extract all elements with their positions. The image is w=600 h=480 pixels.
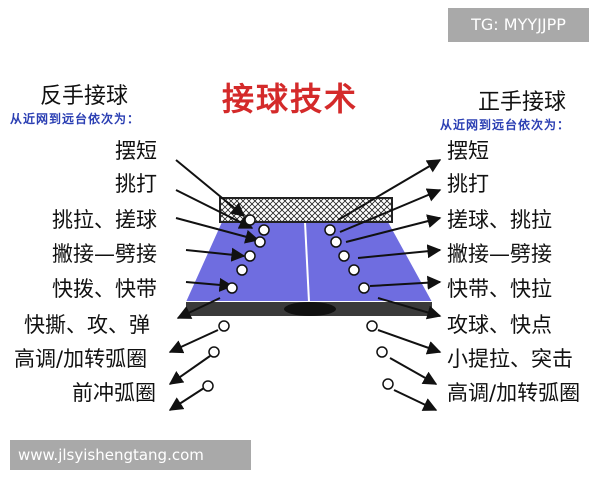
ball bbox=[218, 320, 230, 332]
ball bbox=[366, 320, 378, 332]
right-item-7: 小提拉、突击 bbox=[447, 347, 573, 371]
left-item-4: 撇接—劈接 bbox=[52, 242, 157, 266]
diagram-title: 接球技术 bbox=[221, 80, 358, 118]
watermark-bottom: www.jlsyishengtang.com bbox=[10, 440, 251, 470]
left-item-7: 高调/加转弧圈 bbox=[14, 347, 148, 371]
right-item-2: 挑打 bbox=[447, 172, 489, 196]
left-item-1: 摆短 bbox=[115, 139, 157, 163]
left-item-3: 挑拉、搓球 bbox=[52, 208, 157, 232]
ball bbox=[348, 264, 360, 276]
ball bbox=[358, 282, 370, 294]
left-item-2: 挑打 bbox=[115, 172, 157, 196]
left-item-6: 快撕、攻、弹 bbox=[24, 313, 150, 337]
right-heading: 正手接球 bbox=[478, 90, 567, 115]
left-subheading: 从近网到远台依次为： bbox=[10, 112, 141, 126]
watermark-top: TG: MYYJJPP bbox=[448, 8, 589, 42]
ball bbox=[244, 250, 256, 262]
ball bbox=[226, 282, 238, 294]
ball bbox=[244, 214, 256, 226]
right-item-3: 搓球、挑拉 bbox=[447, 208, 552, 232]
ball bbox=[236, 264, 248, 276]
right-subheading: 从近网到远台依次为： bbox=[440, 118, 571, 132]
ball bbox=[202, 380, 214, 392]
right-item-5: 快带、快拉 bbox=[447, 277, 552, 301]
ball bbox=[208, 346, 220, 358]
table-center-line bbox=[304, 221, 310, 303]
table-hole bbox=[284, 302, 336, 316]
right-item-4: 撇接—劈接 bbox=[447, 242, 552, 266]
right-item-8: 高调/加转弧圈 bbox=[447, 381, 581, 405]
ball bbox=[254, 236, 266, 248]
ball bbox=[382, 378, 394, 390]
ball bbox=[376, 346, 388, 358]
left-item-5: 快拨、快带 bbox=[52, 277, 157, 301]
right-item-1: 摆短 bbox=[447, 139, 489, 163]
left-item-8: 前冲弧圈 bbox=[72, 381, 156, 405]
ball bbox=[324, 224, 336, 236]
ball bbox=[258, 224, 270, 236]
right-item-6: 攻球、快点 bbox=[447, 313, 552, 337]
left-heading: 反手接球 bbox=[40, 84, 129, 109]
ball bbox=[330, 236, 342, 248]
ball bbox=[338, 250, 350, 262]
